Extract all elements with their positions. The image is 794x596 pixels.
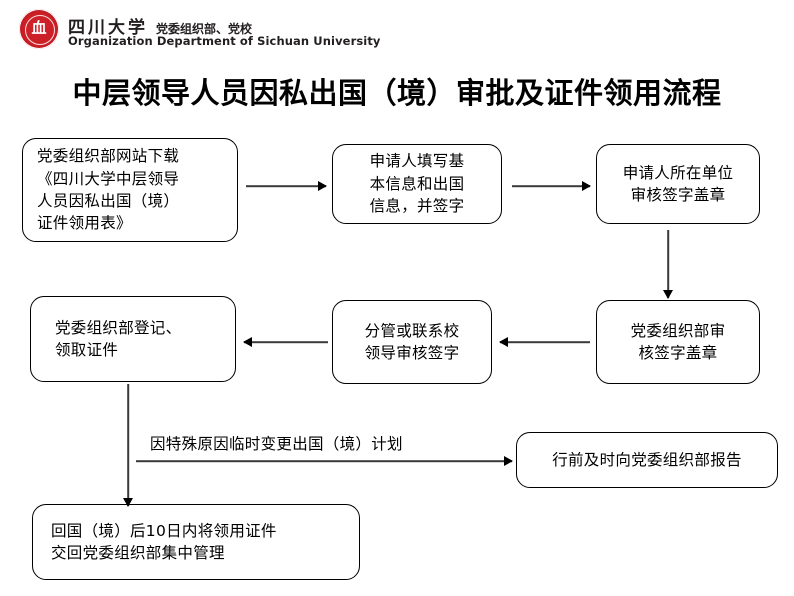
flow-node-report-before-departure-label: 行前及时向党委组织部报告 xyxy=(552,450,742,469)
arrow-line xyxy=(512,185,590,187)
flow-node-return-documents: 回国（境）后10日内将领用证件交回党委组织部集中管理 xyxy=(32,504,360,580)
flow-node-download-label: 党委组织部网站下载《四川大学中层领导人员因私出国（境）证件领用表》 xyxy=(37,147,180,233)
flow-node-register-collect-label: 党委组织部登记、领取证件 xyxy=(55,318,182,359)
arrow-unit-to-party xyxy=(660,230,676,299)
arrow-line xyxy=(500,341,590,343)
flow-node-fill-form-label: 申请人填写基本信息和出国信息，并签字 xyxy=(369,152,465,216)
arrow-head-icon xyxy=(499,337,508,347)
arrow-head-icon xyxy=(318,181,327,191)
arrow-line xyxy=(246,185,326,187)
arrow-register-to-return xyxy=(120,384,136,507)
flow-node-leader-approval: 分管或联系校领导审核签字 xyxy=(332,300,492,384)
flow-node-return-documents-label: 回国（境）后10日内将领用证件交回党委组织部集中管理 xyxy=(51,521,277,562)
flow-node-leader-approval-label: 分管或联系校领导审核签字 xyxy=(364,321,460,362)
flow-node-unit-approval: 申请人所在单位审核签字盖章 xyxy=(596,144,760,224)
university-name: 四川大学 xyxy=(68,18,148,38)
flow-node-download: 党委组织部网站下载《四川大学中层领导人员因私出国（境）证件领用表》 xyxy=(22,138,238,242)
flow-node-report-before-departure: 行前及时向党委组织部报告 xyxy=(516,432,778,488)
arrow-head-icon xyxy=(123,498,133,507)
department-name-en: Organization Department of Sichuan Unive… xyxy=(68,34,381,48)
flow-node-unit-approval-label: 申请人所在单位审核签字盖章 xyxy=(622,163,734,204)
flow-node-fill-form: 申请人填写基本信息和出国信息，并签字 xyxy=(332,144,502,224)
arrow-line xyxy=(136,460,512,462)
arrow-head-icon xyxy=(504,456,513,466)
flow-node-party-approval-label: 党委组织部审核签字盖章 xyxy=(630,321,726,362)
arrow-party-to-leader xyxy=(499,334,590,350)
brand-chinese: 四川大学党委组织部、党校 xyxy=(68,13,252,38)
flow-node-register-collect: 党委组织部登记、领取证件 xyxy=(30,296,236,382)
department-name-cn: 党委组织部、党校 xyxy=(156,22,253,36)
arrow-register-to-report xyxy=(136,453,513,469)
flow-node-party-approval: 党委组织部审核签字盖章 xyxy=(596,300,760,384)
page-header: 血 四川大学党委组织部、党校 Organization Department o… xyxy=(0,0,794,56)
sichuan-university-seal-icon: 血 xyxy=(19,9,59,49)
arrow-line xyxy=(667,230,669,298)
arrow-label-special-reason: 因特殊原因临时变更出国（境）计划 xyxy=(150,435,403,453)
arrow-leader-to-register xyxy=(243,334,328,350)
seal-tower-glyph: 血 xyxy=(31,18,47,37)
arrow-head-icon xyxy=(243,337,252,347)
arrow-line xyxy=(127,384,129,506)
page-title: 中层领导人员因私出国（境）审批及证件领用流程 xyxy=(72,76,722,110)
arrow-fill-to-unit xyxy=(512,178,591,194)
arrow-head-icon xyxy=(582,181,591,191)
arrow-download-to-fill xyxy=(246,178,327,194)
arrow-head-icon xyxy=(663,290,673,299)
arrow-line xyxy=(244,341,328,343)
